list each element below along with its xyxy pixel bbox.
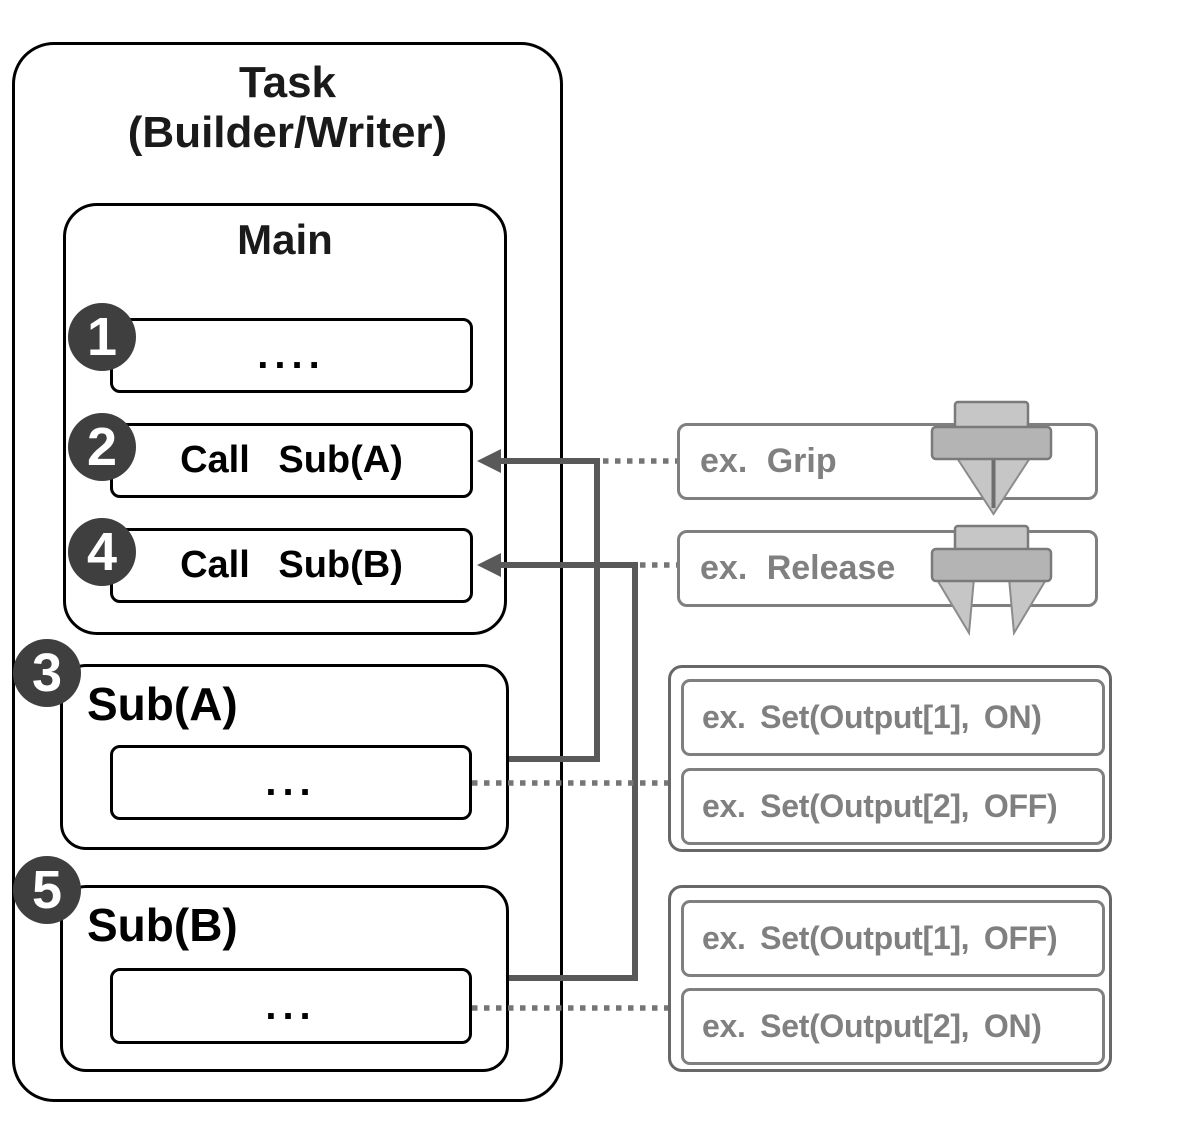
sub-a-body-box: ... [110, 745, 472, 820]
example-release-label: ex. Release [700, 549, 896, 587]
step-number-1: 1 [68, 303, 136, 371]
example-set-group-a: ex. Set(Output[1], ON) ex. Set(Output[2]… [668, 665, 1112, 852]
set-box-a2: ex. Set(Output[2], OFF) [681, 768, 1105, 845]
step-box-call-sub-b: Call Sub(B) [110, 528, 473, 603]
step-box-dots: .... [110, 318, 473, 393]
step-number-2: 2 [68, 413, 136, 481]
sub-b-title: Sub(B) [87, 899, 238, 951]
example-release-box: ex. Release [677, 530, 1098, 607]
example-grip-box: ex. Grip [677, 423, 1098, 500]
step-number-5: 5 [13, 856, 81, 924]
sub-a-title: Sub(A) [87, 678, 238, 730]
set-box-b2: ex. Set(Output[2], ON) [681, 988, 1105, 1065]
main-title: Main [237, 216, 333, 263]
task-title-line2: (Builder/Writer) [127, 108, 448, 157]
step-box-call-sub-a-label: Call Sub(A) [180, 439, 403, 481]
step-number-3: 3 [13, 639, 81, 707]
step-box-call-sub-a: Call Sub(A) [110, 423, 473, 498]
sub-a-body-dots: ... [265, 760, 317, 804]
task-title-line1: Task [238, 58, 337, 107]
step-box-dots-label: .... [257, 333, 326, 377]
set-box-a2-label: ex. Set(Output[2], OFF) [702, 788, 1058, 824]
example-grip-label: ex. Grip [700, 442, 837, 480]
step-box-call-sub-b-label: Call Sub(B) [180, 544, 403, 586]
step-number-4: 4 [68, 518, 136, 586]
set-box-b1-label: ex. Set(Output[1], OFF) [702, 920, 1058, 956]
example-set-group-b: ex. Set(Output[1], OFF) ex. Set(Output[2… [668, 885, 1112, 1072]
sub-b-body-box: ... [110, 968, 472, 1044]
set-box-a1-label: ex. Set(Output[1], ON) [702, 699, 1042, 735]
set-box-a1: ex. Set(Output[1], ON) [681, 679, 1105, 756]
set-box-b2-label: ex. Set(Output[2], ON) [702, 1008, 1042, 1044]
sub-b-body-dots: ... [265, 983, 317, 1028]
set-box-b1: ex. Set(Output[1], OFF) [681, 900, 1105, 977]
task-title: Task (Builder/Writer) [12, 58, 563, 158]
